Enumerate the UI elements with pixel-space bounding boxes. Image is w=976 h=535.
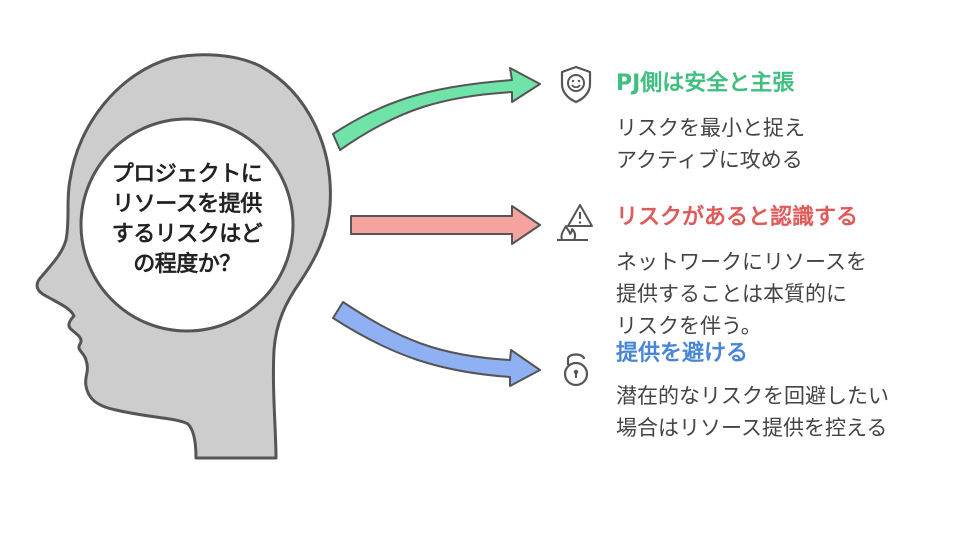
shield-smile-icon <box>560 65 592 104</box>
arrow-to-option-1 <box>332 67 541 151</box>
padlock-icon <box>563 353 589 387</box>
question-line: リソースを提供 <box>112 192 262 217</box>
option-3-description: 潜在的なリスクを回避したい 場合はリソース提供を控える <box>616 380 889 444</box>
question-circle <box>79 117 295 333</box>
question-line: の程度か？ <box>133 252 241 277</box>
question-line: するリスクはど <box>111 222 263 247</box>
option-2-title: リスクがあると認識する <box>616 205 859 230</box>
question-line: プロジェクトに <box>111 162 263 187</box>
description-line: ネットワークにリソースを <box>616 250 867 274</box>
question-text: プロジェクトに リソースを提供 するリスクはど の程度か？ <box>92 160 282 280</box>
arrow-to-option-2 <box>350 205 541 245</box>
description-line: 提供することは本質的に <box>616 282 847 306</box>
description-line: リスクを最小と捉え <box>616 116 805 140</box>
description-line: 潜在的なリスクを回避したい <box>616 384 889 408</box>
description-line: アクティブに攻める <box>616 148 803 172</box>
option-2-description: ネットワークにリソースを 提供することは本質的に リスクを伴う。 <box>616 246 867 342</box>
option-3-title: 提供を避ける <box>616 341 749 366</box>
description-line: リスクを伴う。 <box>616 314 762 338</box>
warning-fire-icon <box>557 204 593 241</box>
option-1-title: PJ側は安全と主張 <box>616 71 795 96</box>
option-1-description: リスクを最小と捉え アクティブに攻める <box>616 112 805 176</box>
arrow-to-option-3 <box>332 301 541 387</box>
description-line: 場合はリソース提供を控える <box>616 416 888 440</box>
